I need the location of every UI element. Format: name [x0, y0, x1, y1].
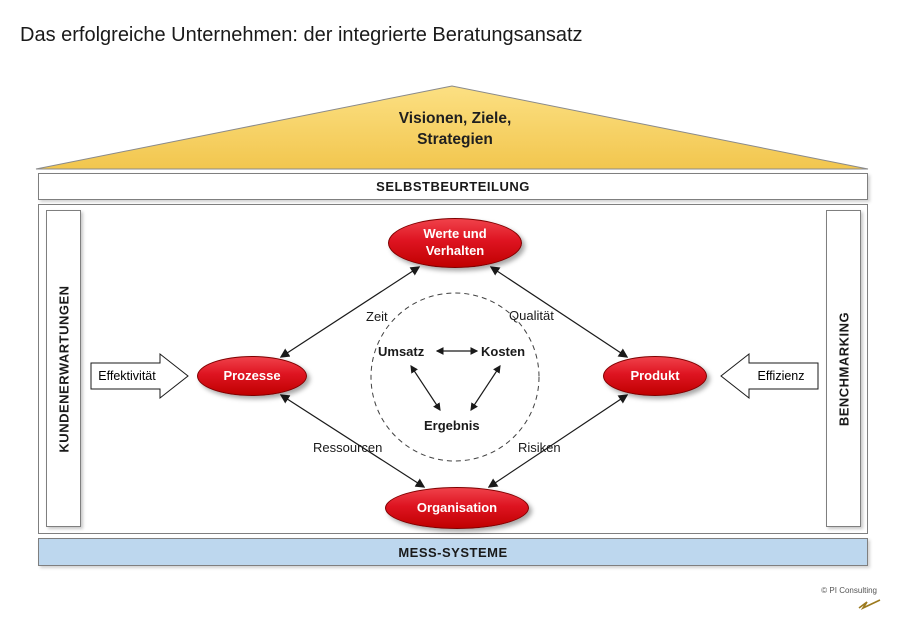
label-ergebnis: Ergebnis [424, 418, 480, 433]
benchmarking-bar: BENCHMARKING [826, 210, 861, 527]
copyright-text: © PI Consulting [821, 586, 877, 595]
label-umsatz: Umsatz [378, 344, 425, 359]
selbstbeurteilung-label: SELBSTBEURTEILUNG [376, 179, 530, 194]
label-zeit: Zeit [366, 309, 388, 324]
node-organisation: Organisation [385, 487, 529, 529]
roof-triangle [35, 85, 869, 170]
arrow-kosten-ergebnis [470, 365, 501, 411]
mess-systeme-bar: MESS-SYSTEME [38, 538, 868, 566]
connector-prozesse-organisation [279, 394, 426, 488]
node-produkt: Produkt [603, 356, 707, 396]
label-risiken: Risiken [518, 440, 561, 455]
connector-produkt-organisation [487, 394, 629, 488]
core-dashed-circle [370, 292, 540, 462]
effizienz-label: Effizienz [757, 369, 805, 383]
page-title: Das erfolgreiche Unternehmen: der integr… [20, 24, 583, 46]
label-ressourcen: Ressourcen [313, 440, 383, 455]
node-prozesse: Prozesse [197, 356, 307, 396]
kundenerwartungen-bar: KUNDENERWARTUNGEN [46, 210, 81, 527]
effektivitaet-label: Effektivität [98, 369, 156, 383]
connector-prozesse-werte [279, 266, 421, 358]
effektivitaet-block-arrow [90, 352, 189, 400]
label-qualitaet: Qualität [509, 308, 554, 323]
connector-produkt-werte [489, 266, 629, 358]
effizienz-block-arrow [720, 352, 819, 400]
kundenerwartungen-label: KUNDENERWARTUNGEN [56, 284, 71, 453]
selbstbeurteilung-bar: SELBSTBEURTEILUNG [38, 173, 868, 200]
mess-systeme-label: MESS-SYSTEME [398, 544, 508, 560]
label-kosten: Kosten [481, 344, 526, 359]
node-werte-und-verhalten: Werte und Verhalten [388, 218, 522, 268]
arrow-umsatz-ergebnis [410, 365, 441, 411]
benchmarking-label: BENCHMARKING [836, 311, 851, 426]
pi-consulting-logo-icon [858, 599, 881, 610]
main-frame [38, 204, 868, 534]
roof-label: Visionen, Ziele, Strategien [398, 110, 512, 148]
